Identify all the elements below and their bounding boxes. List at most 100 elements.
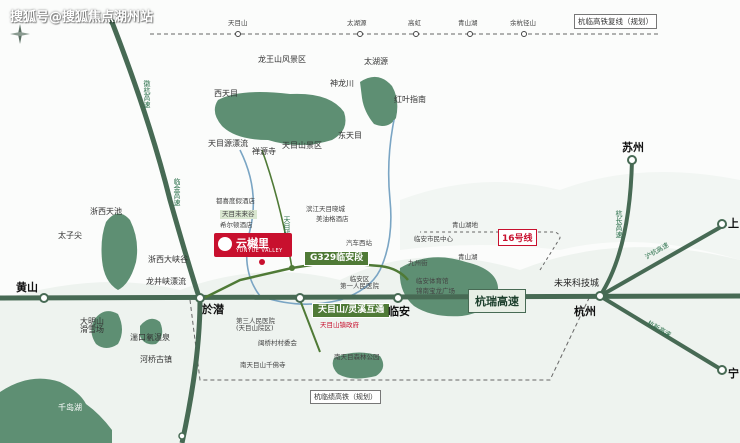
place-taizijian: 太子尖	[58, 231, 82, 240]
highway-label-hangchang: 杭长高速	[615, 210, 623, 238]
place-zhexi-daxia: 浙西大峡谷	[148, 255, 188, 264]
road-label-tianmu: 天目线	[283, 216, 291, 237]
place-qingshan-lake: 青山湖	[458, 253, 478, 261]
compass-icon	[10, 24, 30, 44]
place-third-hospital: 第三人民医院 (天目山院区)	[236, 317, 275, 332]
stop-jingshan	[521, 31, 527, 37]
highway-hangxin	[598, 294, 724, 372]
highway-label-huihang: 徽杭高速	[143, 80, 151, 108]
place-dongtianmu: 东天目	[338, 131, 362, 140]
road-badge-g329: G329临安段	[304, 251, 370, 266]
city-suzhou: 苏州	[622, 141, 644, 154]
lake-zhexi	[101, 213, 138, 290]
place-qingshan-wetland: 青山湖地	[452, 221, 478, 229]
project-sub: YUNYUE VALLEY	[236, 248, 283, 254]
stop-label-tianmushan: 天目山	[228, 19, 248, 27]
place-chanyuan: 禅源寺	[252, 147, 276, 156]
place-binjiang: 滨江天目晓城	[306, 205, 345, 213]
place-tianmushan-scenic: 天目山景区	[282, 141, 322, 150]
place-minghe: 闽桥村村委会	[258, 339, 297, 347]
node-yuqian	[195, 293, 205, 303]
place-xierton: 希尔顿酒店	[220, 221, 253, 229]
place-jinlong: 锦南宝龙广场	[416, 287, 455, 295]
node-top	[109, 19, 115, 25]
node-ning	[717, 365, 727, 375]
city-shang: 上	[728, 217, 739, 230]
city-future-tech: 未来科技城	[554, 279, 600, 289]
place-tianmushan-gov: 天目山镇政府	[320, 321, 359, 329]
place-jiuzhou: 九州街	[408, 259, 428, 267]
rail-hanglin-tag: 杭临高铁复线（规划）	[574, 14, 657, 29]
lake-taihu	[360, 76, 398, 126]
metro-16-line	[420, 231, 561, 271]
river-tiaoxi	[239, 119, 395, 305]
highway-badge-hangrui: 杭瑞高速	[468, 289, 526, 313]
place-tiyu: 临安体育馆	[416, 277, 449, 285]
node-shang	[717, 219, 727, 229]
place-daming: 大明山 滑雪场	[80, 317, 104, 334]
place-taihuyuan: 太湖源	[364, 57, 388, 66]
highway-huihang	[109, 21, 203, 443]
lake-daming	[91, 311, 122, 348]
node-bottom	[178, 432, 186, 440]
project-marker[interactable]: 云樾里 YUNYUE VALLEY	[214, 233, 292, 257]
node-tianmushan	[295, 293, 305, 303]
rail-hanglinji-tag: 杭临绩高铁（规划）	[310, 390, 381, 404]
place-heqiao: 河桥古镇	[140, 355, 172, 364]
place-bus: 汽车西站	[346, 239, 372, 247]
node-hangzhou	[595, 291, 605, 301]
place-tianmu-wg: 天目未来谷	[220, 210, 257, 219]
node-huangshan	[39, 293, 49, 303]
node-linan	[393, 293, 403, 303]
node-suzhou	[627, 155, 637, 165]
stop-tianmushan	[235, 31, 241, 37]
place-huikou: 湍口氡温泉	[130, 333, 170, 342]
place-meiyou: 美油格酒店	[316, 215, 349, 223]
city-huangshan: 黄山	[16, 281, 38, 294]
place-qianfo: 南天目山千佛寺	[240, 361, 286, 369]
road-south	[299, 299, 321, 353]
mountain-bg-2	[400, 172, 740, 260]
stop-label-jingshan: 余杭径山	[510, 19, 536, 27]
place-nantianmu: 南天目森林公园	[334, 353, 380, 361]
lake-huikou	[140, 318, 163, 345]
metro-16-badge: 16号线	[498, 229, 537, 246]
stop-qingshanhu	[467, 31, 473, 37]
rail-hanglinji	[189, 295, 591, 381]
city-hangzhou: 杭州	[574, 305, 596, 318]
place-qiandaohu: 千岛湖	[58, 403, 82, 412]
city-ning: 宁	[728, 367, 739, 380]
project-pin	[259, 259, 265, 265]
place-first-hospital: 临安区 第一人民医院	[340, 275, 379, 290]
watermark: 搜狐号@搜狐焦点湖州站	[10, 10, 154, 25]
highway-hangchang	[598, 159, 634, 298]
highway-hangrui	[0, 293, 740, 301]
node-g329	[289, 265, 295, 271]
lake-nantianmu	[332, 352, 384, 379]
stop-label-qingshanhu: 青山湖	[458, 19, 478, 27]
lake-qiandao	[0, 378, 112, 443]
place-linan-gov: 临安市民中心	[414, 235, 453, 243]
city-yuqian: 於潜	[202, 303, 224, 316]
project-logo-icon	[218, 237, 232, 251]
city-linan: 临安	[388, 305, 410, 318]
stop-label-gaohong: 高虹	[408, 19, 421, 27]
place-dujia: 都喜度假酒店	[216, 197, 255, 205]
stop-gaohong	[413, 31, 419, 37]
place-longwang: 龙王山风景区	[258, 55, 306, 64]
place-tianmuyuan: 天目源漂流	[208, 139, 248, 148]
road-badge-tianmushan: 天目山/灵溪互通	[312, 303, 391, 318]
project-name: 云樾里	[236, 237, 269, 250]
lake-xitianmu	[214, 92, 346, 145]
place-hongye: 红叶指南	[394, 95, 426, 104]
highway-huhang	[599, 222, 727, 298]
stop-taihuyuan	[357, 31, 363, 37]
stop-label-taihuyuan: 太湖源	[347, 19, 367, 27]
highway-label-linjin: 临金高速	[173, 178, 181, 206]
place-shenlongchuan: 神龙川	[330, 79, 354, 88]
place-zhexi-tianchi: 浙西天池	[90, 207, 122, 216]
place-longsheng: 龙井峡漂流	[146, 277, 186, 286]
place-xitianmu: 西天目	[214, 89, 238, 98]
